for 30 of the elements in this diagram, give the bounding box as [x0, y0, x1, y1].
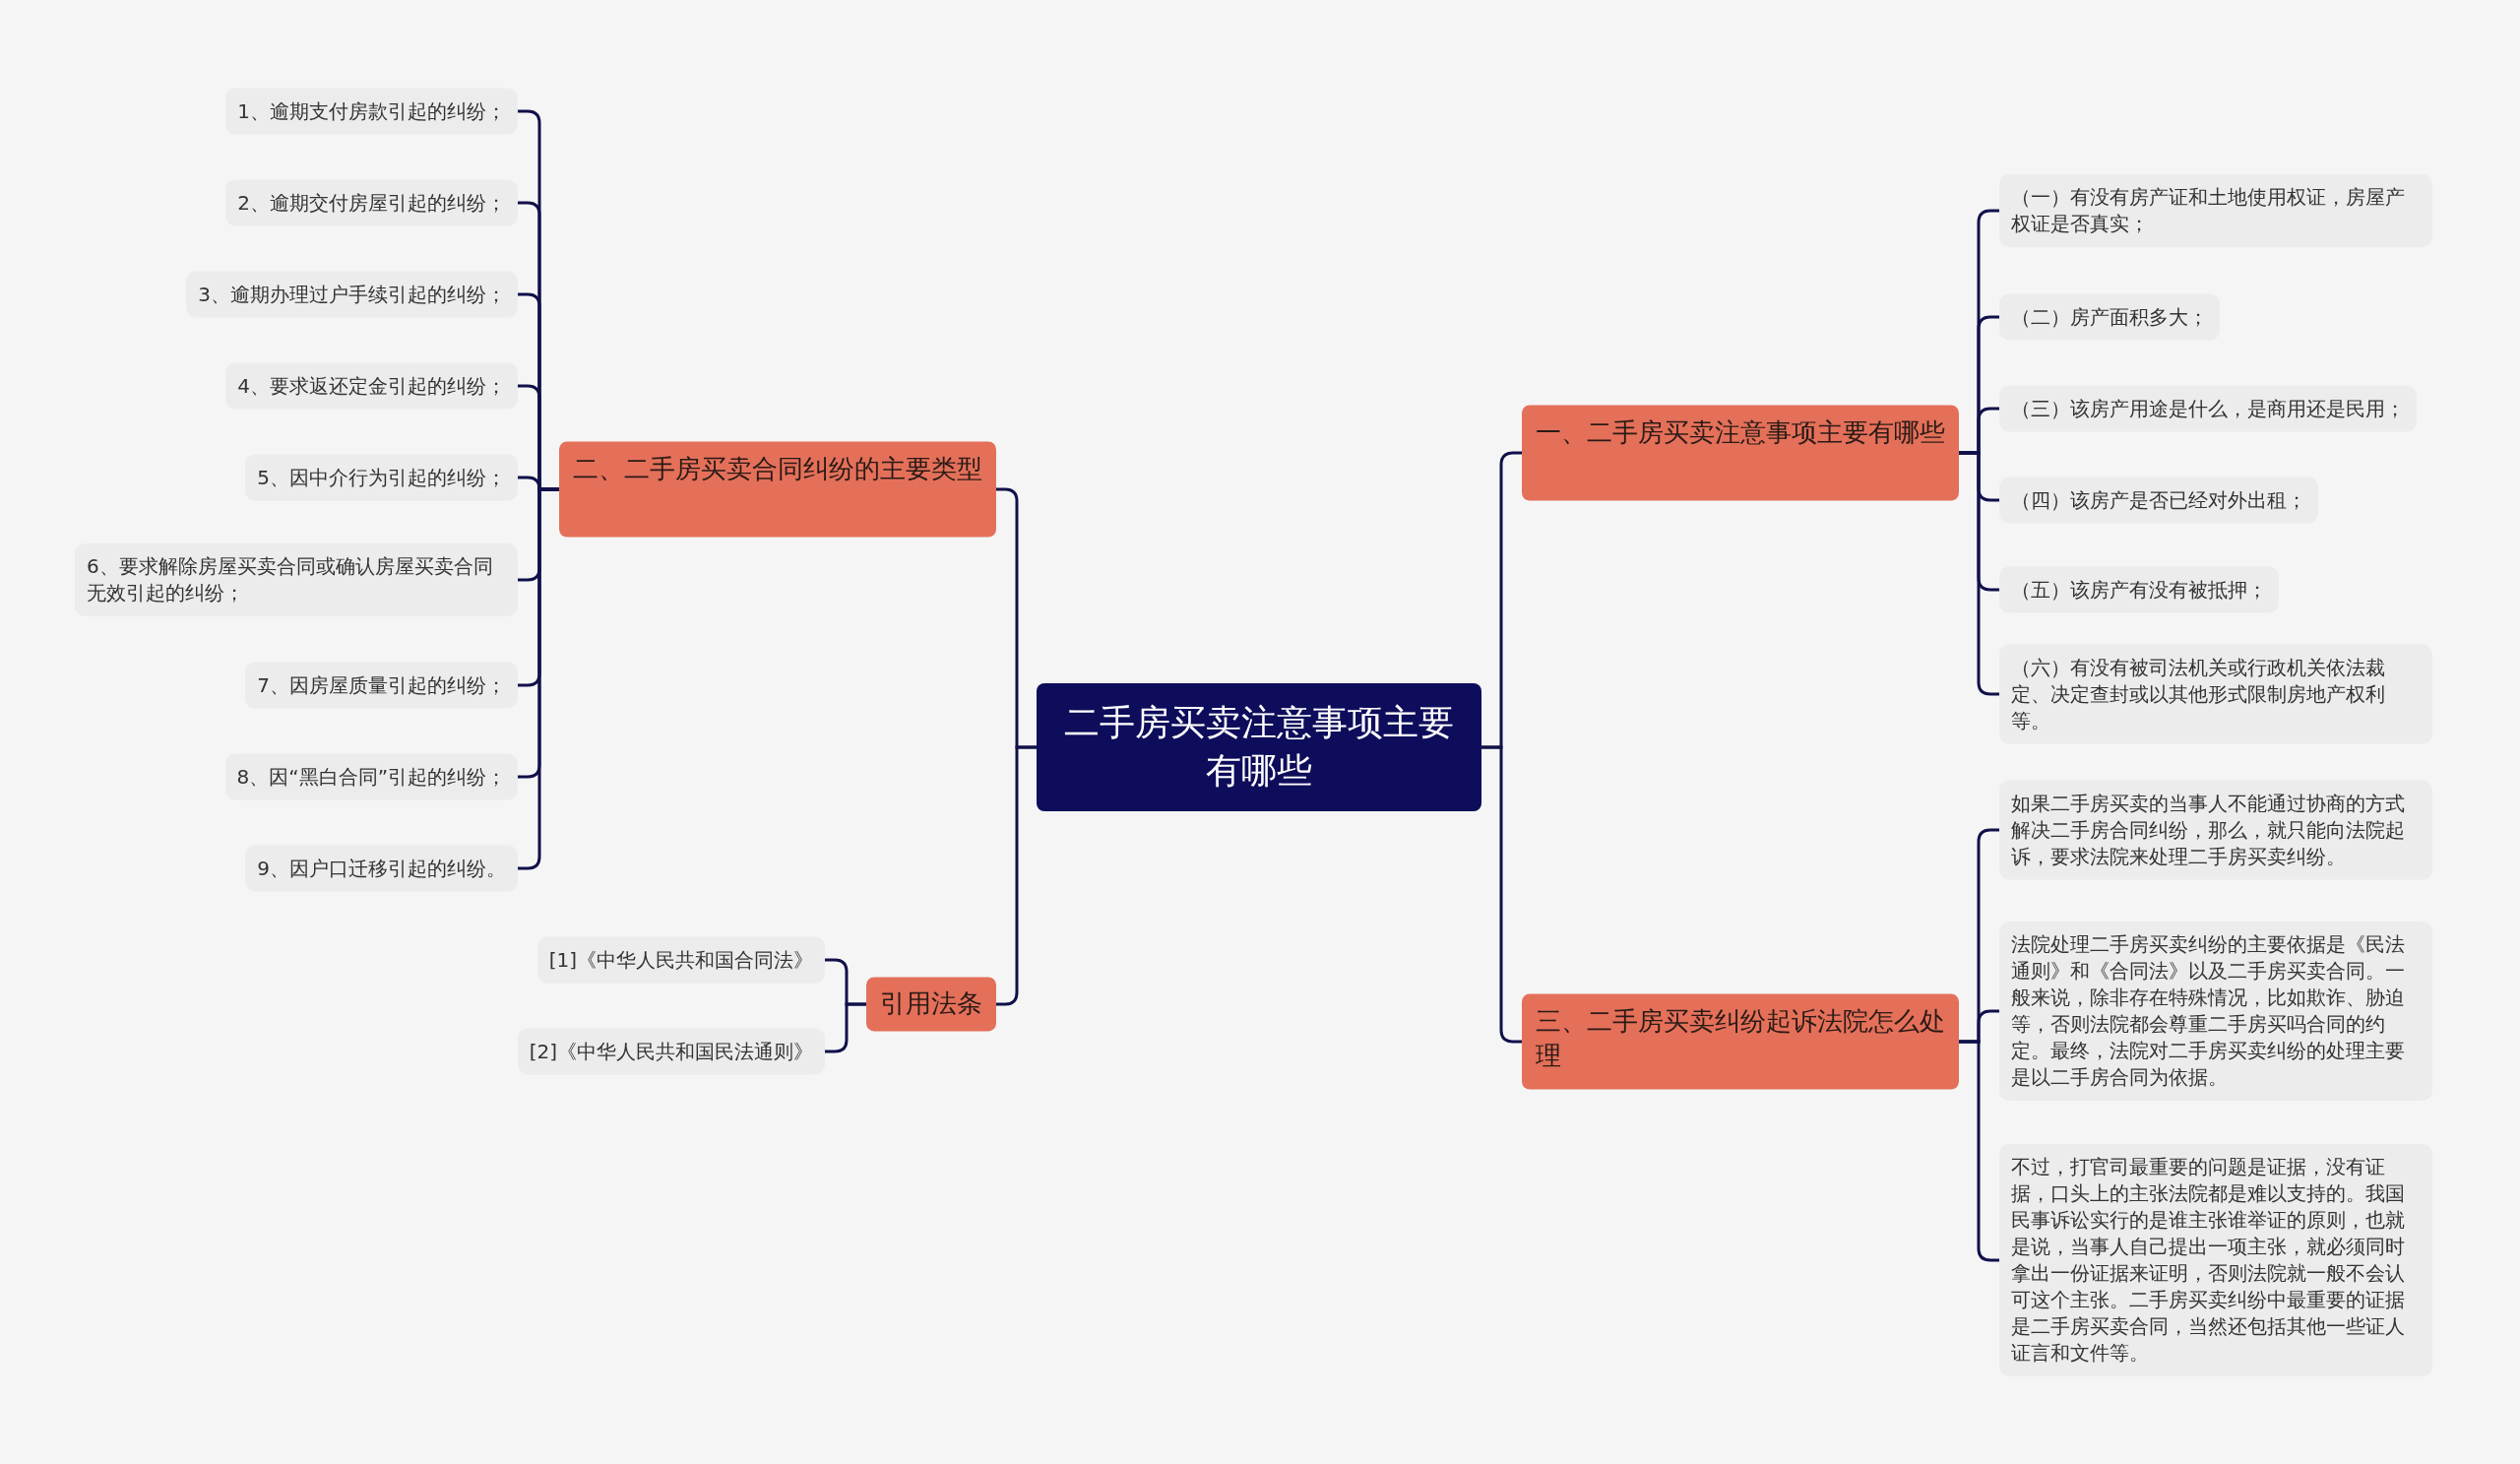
subtopic-note: 如果二手房买卖的当事人不能通过协商的方式解决二手房合同纠纷，那么，就只能向法院起诉，要求法院来处理二手房买卖纠纷。	[1999, 780, 2432, 880]
subtopic-note: 9、因户口迁移引起的纠纷。	[245, 845, 518, 892]
branch-topic: 二、二手房买卖合同纠纷的主要类型	[559, 441, 996, 538]
connector-line	[825, 1002, 866, 1053]
subtopic-note: 6、要求解除房屋买卖合同或确认房屋买卖合同无效引起的纠纷；	[75, 543, 518, 616]
subtopic-note: 3、逾期办理过户手续引起的纠纷；	[186, 271, 518, 318]
connector-line	[996, 745, 1037, 1006]
subtopic-note: 1、逾期支付房款引起的纠纷；	[225, 88, 518, 135]
subtopic-note: 4、要求返还定金引起的纠纷；	[225, 362, 518, 410]
branch-topic: 引用法条	[866, 977, 996, 1032]
subtopic-note: 5、因中介行为引起的纠纷；	[245, 454, 518, 501]
connector-line	[1481, 745, 1522, 1044]
subtopic-note: [2]《中华人民共和国民法通则》	[517, 1028, 825, 1075]
subtopic-note: 2、逾期交付房屋引起的纠纷；	[225, 179, 518, 226]
subtopic-note: 法院处理二手房买卖纠纷的主要依据是《民法通则》和《合同法》以及二手房买卖合同。一般来说，除非存在特殊情况，比如欺诈、胁迫等，否则法院都会尊重二手房买吗合同的约定。最终，法院对二手房买卖纠纷的处理主要是以二手房合同为依据。	[1999, 922, 2432, 1101]
connector-line	[518, 487, 559, 870]
subtopic-note: （六）有没有被司法机关或行政机关依法裁定、决定查封或以其他形式限制房地产权利等。	[1999, 644, 2432, 744]
branch-topic: 三、二手房买卖纠纷起诉法院怎么处理	[1522, 993, 1959, 1090]
subtopic-note: （四）该房产是否已经对外出租；	[1999, 477, 2318, 524]
subtopic-note: （一）有没有房产证和土地使用权证，房屋产权证是否真实；	[1999, 174, 2432, 247]
subtopic-note: （三）该房产用途是什么，是商用还是民用；	[1999, 385, 2417, 432]
subtopic-note: 不过，打官司最重要的问题是证据，没有证据，口头上的主张法院都是难以支持的。我国民事诉讼实行的是谁主张谁举证的原则，也就是说，当事人自己提出一项主张，就必须同时拿出一份证据来证明，否则法院就一般不会认可这个主张。二手房买卖纠纷中最重要的证据是二手房买卖合同，当然还包括其他一些证人证言和文件等。	[1999, 1144, 2432, 1376]
central-topic: 二手房买卖注意事项主要有哪些	[1037, 683, 1481, 811]
subtopic-note: [1]《中华人民共和国合同法》	[536, 936, 825, 984]
connector-line	[1959, 1040, 1999, 1262]
subtopic-note: 8、因“黑白合同”引起的纠纷；	[224, 753, 518, 800]
branch-topic: 一、二手房买卖注意事项主要有哪些	[1522, 405, 1959, 501]
subtopic-note: 7、因房屋质量引起的纠纷；	[245, 662, 518, 709]
subtopic-note: （五）该房产有没有被抵押；	[1999, 566, 2279, 613]
subtopic-note: （二）房产面积多大；	[1999, 293, 2220, 341]
